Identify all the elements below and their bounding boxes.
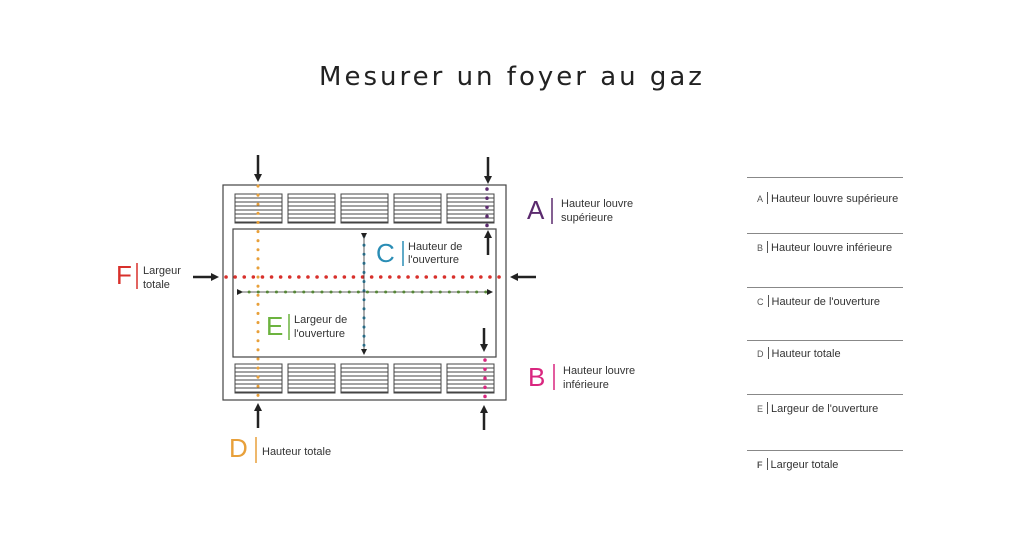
label-E-line2: l'ouverture [294,328,345,340]
top-louvres [234,193,495,224]
legend-text-E: Largeur de l'ouverture [771,403,879,415]
label-E-letter: E [266,311,283,341]
label-B-line1: Hauteur louvre [563,365,635,377]
legend-row-F: F Largeur totale [747,450,903,471]
page-title: Mesurer un foyer au gaz [319,62,705,92]
legend-letter-E: E [757,404,764,414]
label-A-line1: Hauteur louvre [561,198,633,210]
legend-letter-C: C [757,297,764,307]
label-C-letter: C [376,238,395,268]
top-louvre-panel [234,193,283,224]
legend-letter-B: B [757,243,764,253]
label-B-line2: inférieure [563,379,609,391]
label-E: E Largeur de l'ouverture [266,311,347,341]
legend-text-C: Hauteur de l'ouverture [771,296,881,308]
legend-text-A: Hauteur louvre supérieure [771,193,899,205]
label-C-line1: Hauteur de [408,241,462,253]
bottom-louvre-panel [446,363,495,394]
legend-text-D: Hauteur totale [771,348,841,360]
label-F-letter: F [116,260,132,290]
legend-letter-A: A [757,194,764,204]
label-A: A Hauteur louvre supérieure [527,195,633,225]
legend-row-D: D Hauteur totale [747,340,903,360]
legend-text-B: Hauteur louvre inférieure [771,242,893,254]
bottom-louvre-panel [234,363,283,394]
label-B: B Hauteur louvre inférieure [528,362,635,392]
label-A-letter: A [527,195,545,225]
bottom-louvre-panel [393,363,442,394]
top-louvre-panel [287,193,336,224]
legend-text-F: Largeur totale [770,459,839,471]
label-F: F Largeur totale [116,260,181,291]
legend-row-B: B Hauteur louvre inférieure [747,233,903,254]
label-D-line1: Hauteur totale [262,446,331,458]
label-B-letter: B [528,362,545,392]
label-E-line1: Largeur de [294,314,347,326]
legend-row-E: E Largeur de l'ouverture [747,394,903,415]
label-A-line2: supérieure [561,212,613,224]
legend-letter-D: D [757,349,764,359]
outer-frame [222,184,507,401]
legend-row-C: C Hauteur de l'ouverture [747,287,903,308]
top-louvre-panel [340,193,389,224]
label-C-line2: l'ouverture [408,254,459,266]
label-F-line2: totale [143,279,170,291]
legend-letter-F: F [757,460,763,470]
label-D: D Hauteur totale [229,433,331,463]
bottom-louvre-panel [340,363,389,394]
bottom-louvres [234,363,495,394]
legend-row-A: A Hauteur louvre supérieure [747,177,903,205]
top-louvre-panel [393,193,442,224]
label-C: C Hauteur de l'ouverture [376,238,462,268]
opening-frame [232,228,497,358]
label-F-line1: Largeur [143,265,181,277]
label-D-letter: D [229,433,248,463]
bottom-louvre-panel [287,363,336,394]
